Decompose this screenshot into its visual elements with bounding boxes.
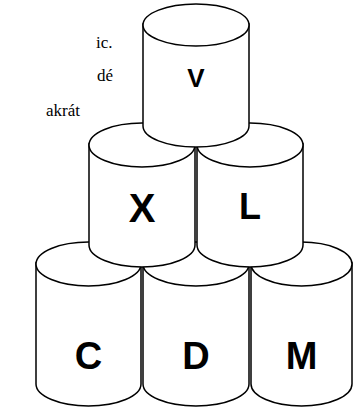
cylinder-top [143,4,249,46]
cylinder-top [251,242,352,286]
can-letter: V [142,65,250,91]
cylinder-top [197,123,303,167]
cylinder-can: V [142,3,250,148]
cylinder-top [36,242,141,286]
can-letter: C [35,337,142,375]
cylinder-top [143,242,249,286]
can-letter: L [196,189,304,225]
can-letter: X [88,188,196,228]
text-fragment: ic. [96,34,113,51]
cylinder-top [89,123,195,167]
can-letter: D [142,337,250,375]
text-fragment: akrát [46,102,80,119]
text-fragment: dé [97,67,113,84]
can-letter: M [250,337,353,375]
